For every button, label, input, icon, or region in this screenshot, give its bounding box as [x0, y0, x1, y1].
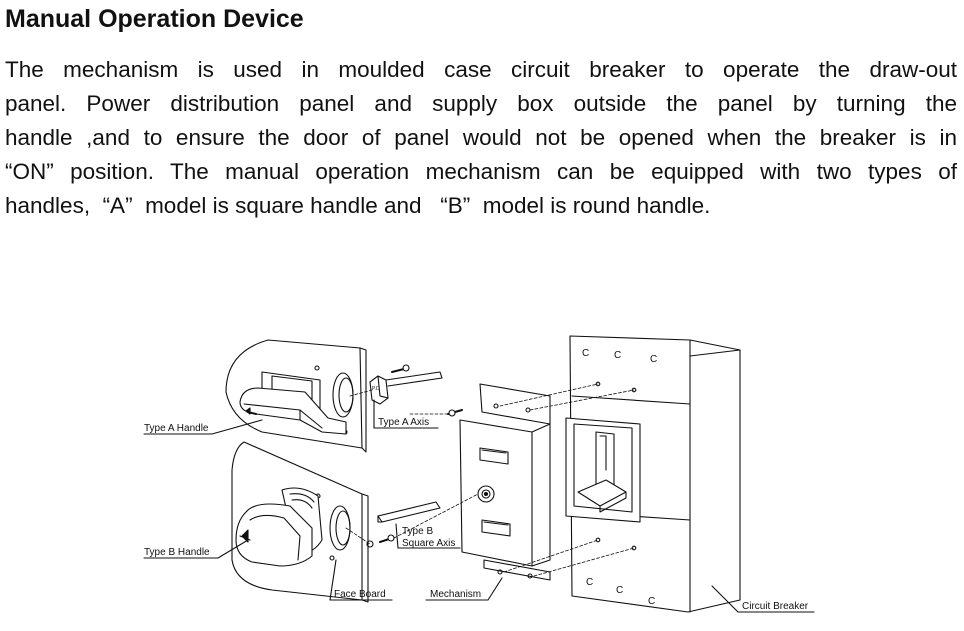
paragraph-line: “ON” position. The manual operation mech…: [5, 159, 957, 184]
paragraph-line: panel. Power distribution panel and supp…: [5, 91, 957, 116]
mechanism: [447, 383, 551, 581]
svg-text:P.D: P.D: [372, 386, 380, 392]
breaker-mark: C: [582, 348, 589, 359]
breaker-mark: C: [616, 585, 623, 596]
label-type-b-axis-line2: Square Axis: [402, 538, 455, 549]
label-type-a-handle: Type A Handle: [144, 423, 209, 434]
type-b-square-axis: [366, 501, 441, 548]
type-a-handle: [239, 371, 347, 435]
description-paragraph: The mechanism is used in moulded case ci…: [5, 53, 957, 223]
breaker-mark: C: [650, 354, 657, 365]
label-mechanism: Mechanism: [430, 589, 481, 600]
type-a-axis: P.D: [369, 364, 443, 405]
paragraph-line: handle ,and to ensure the door of panel …: [5, 125, 957, 150]
breaker-mark: C: [648, 596, 655, 607]
label-type-b-handle: Type B Handle: [144, 547, 210, 558]
type-b-handle: [235, 487, 323, 567]
label-circuit-breaker: Circuit Breaker: [742, 601, 809, 612]
breaker-mark: C: [586, 577, 593, 588]
breaker-mark: C: [614, 350, 621, 361]
circuit-breaker: C C C C C C: [565, 335, 741, 613]
label-face-board: Face Board: [334, 589, 386, 600]
page-title: Manual Operation Device: [5, 5, 304, 33]
paragraph-line: The mechanism is used in moulded case ci…: [5, 57, 957, 82]
diagram-labels: Type A Handle Type B Handle Type A Axis …: [143, 399, 815, 613]
paragraph-line: handles, “A” model is square handle and …: [5, 193, 711, 218]
label-type-b-axis: Type B: [402, 526, 433, 537]
label-type-a-axis: Type A Axis: [378, 417, 429, 428]
alignment-lines: [345, 383, 635, 577]
